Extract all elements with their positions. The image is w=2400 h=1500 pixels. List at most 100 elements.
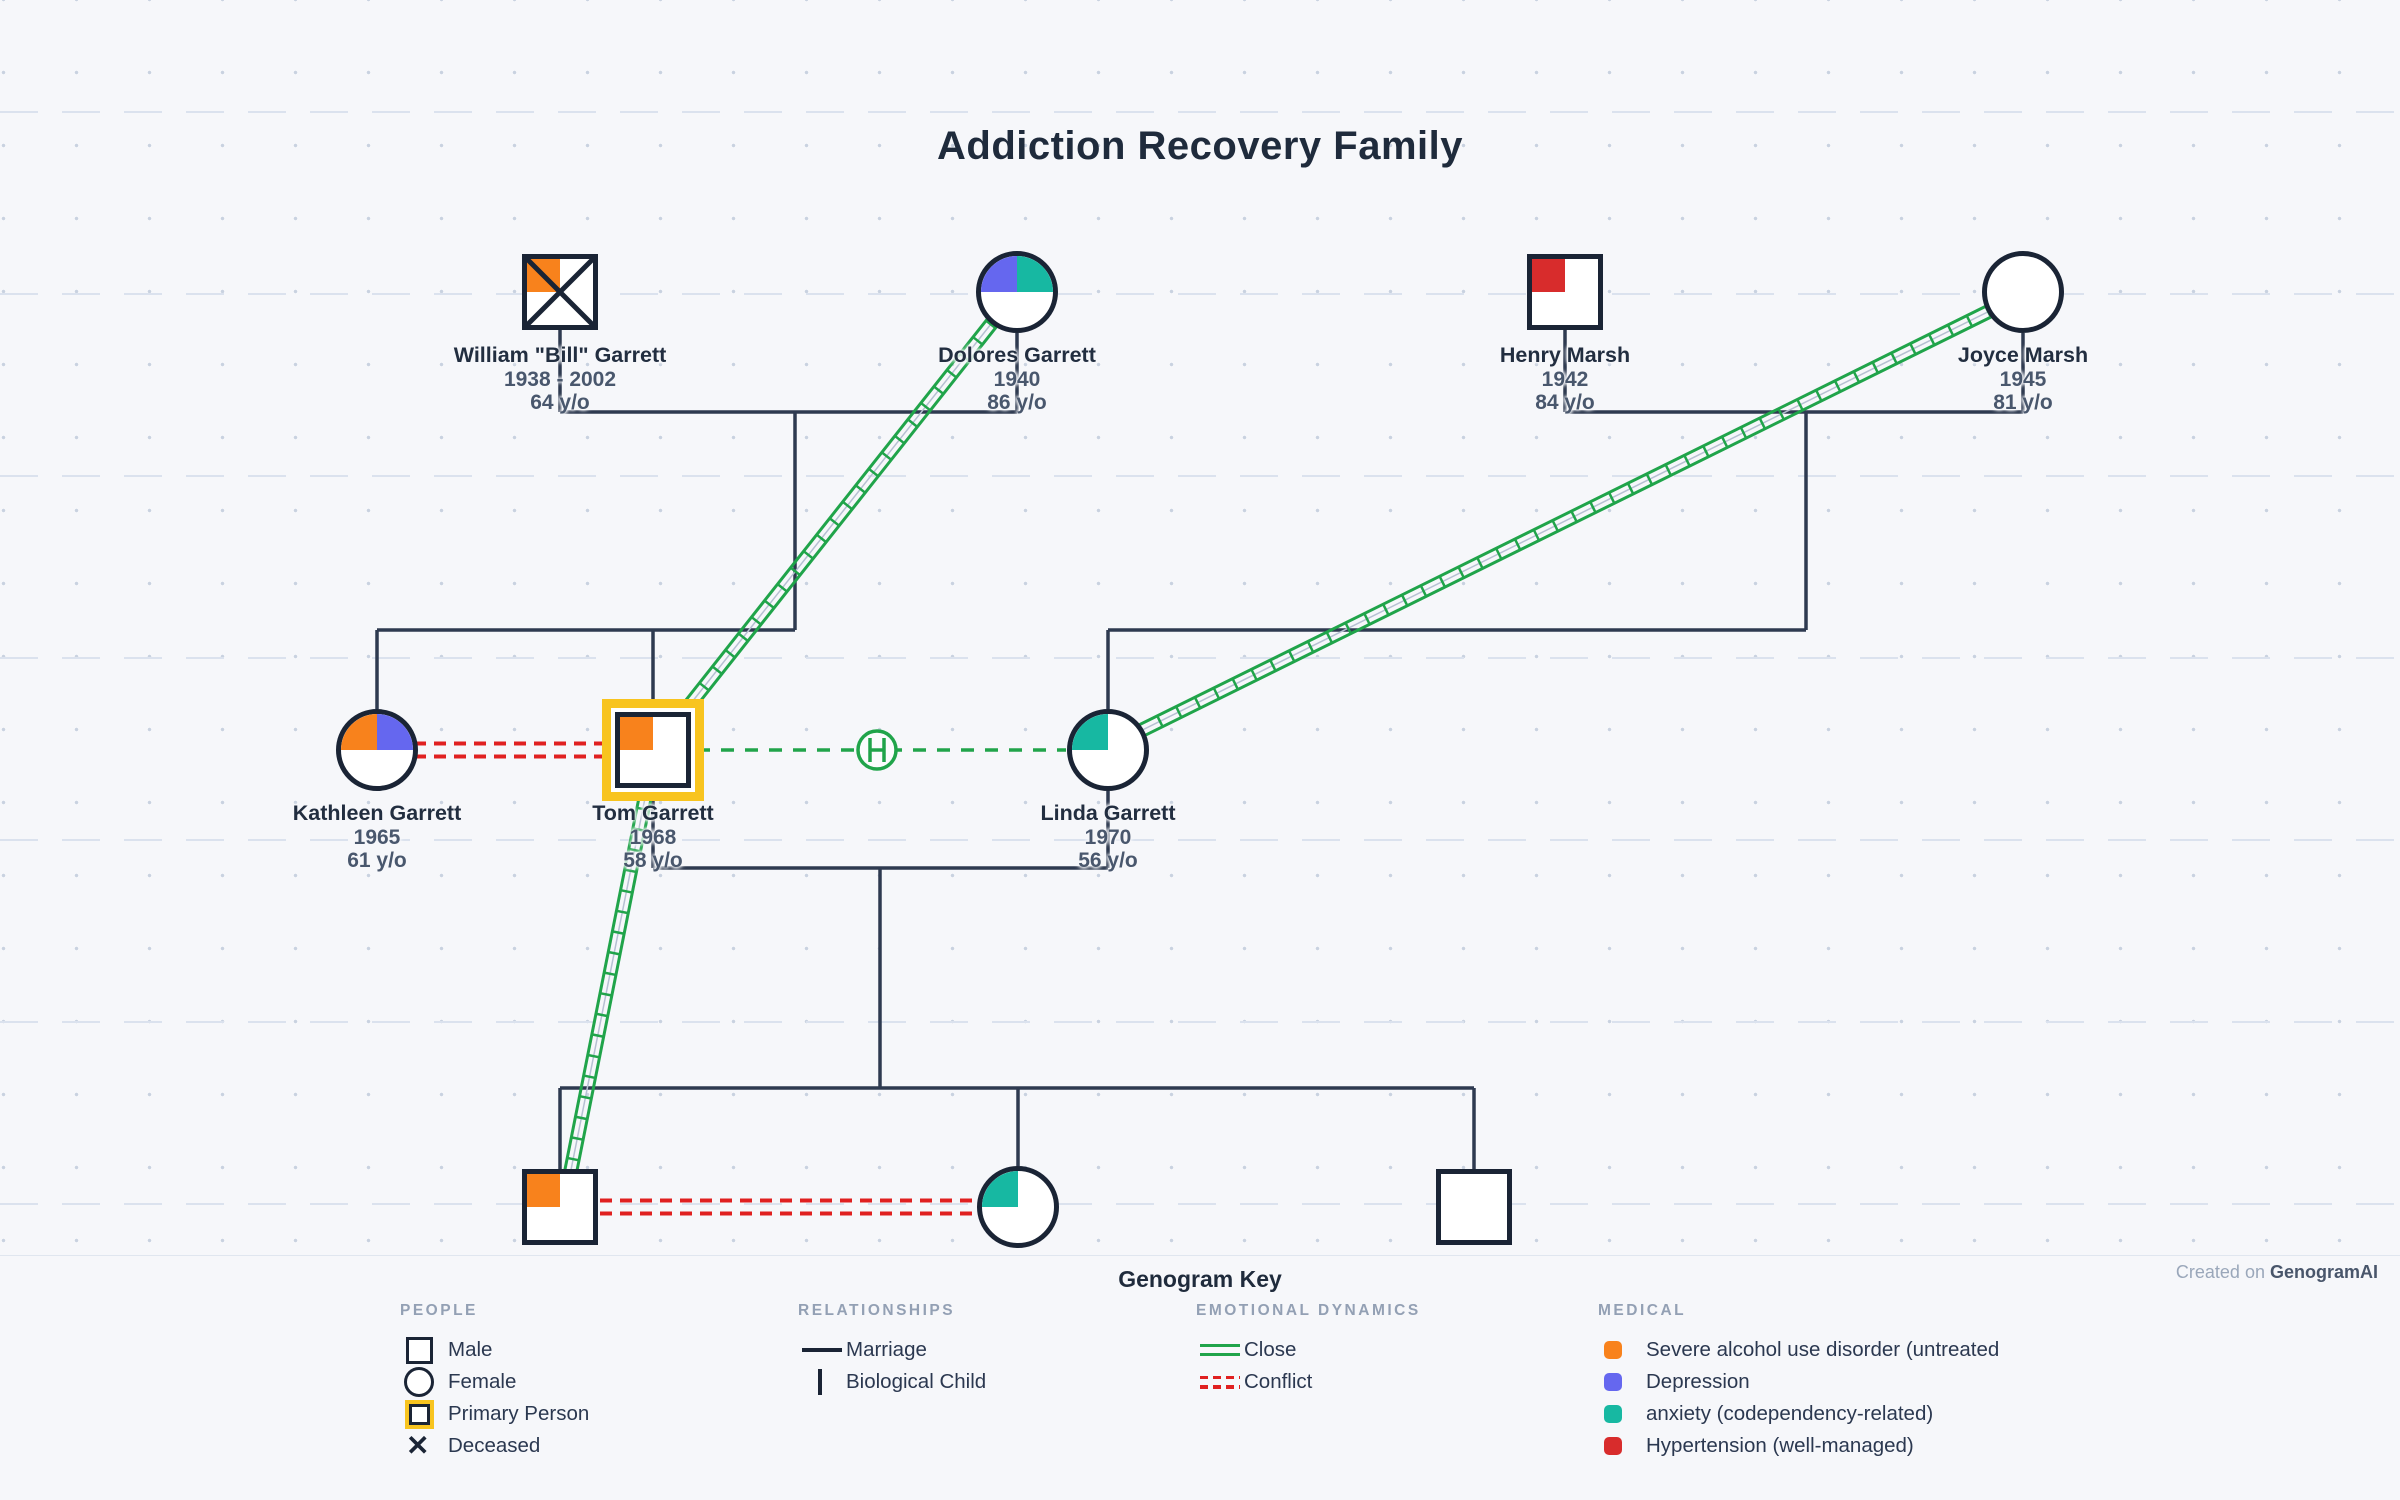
close-rung-line [1344, 622, 1352, 635]
close-rung-line [1796, 398, 1804, 411]
person-age: 64 y/o [530, 391, 590, 414]
close-line-icon [1200, 1344, 1240, 1356]
person-years: 1970 [1084, 825, 1132, 849]
close-rung-line [1909, 343, 1917, 355]
close-rung-line [1927, 333, 1936, 346]
legend-label-deceased: Deceased [448, 1434, 541, 1457]
close-rail-line [569, 758, 661, 1202]
close-rung-line [1589, 501, 1597, 514]
close-rung-line [1212, 687, 1221, 700]
close-rung-line [920, 401, 932, 412]
connector-lines-layer [0, 111, 2400, 1216]
close-rung-line [828, 517, 840, 527]
close-rung-line [587, 1053, 600, 1059]
close-rung-line [620, 888, 633, 894]
person-years: 1940 [993, 367, 1041, 391]
person-age: 58 y/o [623, 849, 683, 872]
person-name: Joyce Marsh [1957, 343, 2089, 367]
close-rung-line [1777, 408, 1785, 421]
person-node-joyce[interactable] [1982, 251, 2064, 333]
close-rung-line [599, 991, 613, 997]
close-rung-line [632, 827, 645, 832]
condition-quadrants [1532, 259, 1598, 325]
person-years: 1938 - 2002 [503, 367, 617, 391]
legend-header-medical: MEDICAL [1598, 1302, 1687, 1319]
legend-header-emotional-dynamics: EMOTIONAL DYNAMICS [1196, 1302, 1421, 1319]
close-rung-line [802, 550, 814, 560]
close-rung-line [571, 1136, 584, 1141]
person-name: Linda Garrett [1040, 801, 1176, 825]
anxiety-swatch-icon [1604, 1405, 1622, 1423]
close-rung-line [575, 1115, 588, 1121]
close-rung-line [583, 1074, 596, 1080]
close-rung-line [612, 930, 625, 935]
legend-label-close: Close [1244, 1338, 1297, 1361]
legend-label-female: Female [448, 1370, 517, 1393]
close-rung-line [1871, 361, 1880, 374]
person-node-linda[interactable] [1067, 709, 1149, 791]
close-rung-line [946, 369, 958, 379]
legend-item-deceased: ✕ Deceased [400, 1430, 820, 1462]
close-rung-line [815, 533, 827, 544]
conflict-line-icon [1200, 1375, 1240, 1389]
person-years: 1968 [629, 825, 677, 849]
person-node-child2[interactable] [977, 1166, 1059, 1248]
person-age: 61 y/o [347, 849, 407, 872]
close-rail-line [1113, 302, 2020, 752]
person-node-tom[interactable] [615, 712, 691, 788]
legend-label-male: Male [448, 1338, 493, 1361]
legend-item-close: Close [1196, 1334, 1616, 1366]
close-rung-line [724, 649, 736, 659]
legend-item-marriage: Marriage [798, 1334, 1218, 1366]
person-name: William "Bill" Garrett [453, 343, 667, 367]
close-center-line [564, 757, 654, 1201]
genogram-title: Addiction Recovery Family [937, 124, 1463, 168]
credit-brand: GenogramAI [2269, 1262, 2378, 1282]
close-rung-line [737, 632, 749, 642]
close-rung-line [1325, 631, 1334, 644]
close-rung-line [608, 950, 621, 956]
person-node-william[interactable] [522, 254, 598, 330]
close-rung-line [1382, 603, 1390, 616]
close-rung-line [1965, 315, 1974, 327]
legend-item-female: Female [400, 1366, 820, 1398]
credit-prefix: Created on [2175, 1262, 2270, 1282]
hypertension-swatch-icon [1604, 1437, 1622, 1455]
marriage-line-icon [802, 1348, 842, 1352]
legend-item-biological-child: Biological Child [798, 1366, 1218, 1398]
person-node-henry[interactable] [1527, 254, 1603, 330]
close-rung-line [1250, 668, 1258, 681]
condition-quadrants [981, 256, 1053, 328]
close-rail-line [557, 756, 649, 1200]
person-node-kathleen[interactable] [336, 709, 418, 791]
close-rung-line [1720, 436, 1729, 448]
close-rung-line [933, 385, 945, 395]
close-rung-line [1438, 575, 1447, 588]
close-rung-line [1946, 324, 1955, 337]
close-rung-line [1833, 380, 1842, 393]
genogram-canvas: Addiction Recovery Family William "Bill"… [0, 0, 2400, 1255]
legend-label-alcohol: Severe alcohol use disorder (untreated [1646, 1338, 2000, 1361]
female-icon [404, 1367, 434, 1397]
close-rung-line [841, 500, 853, 511]
condition-quadrants [1987, 256, 2059, 328]
person-age: 86 y/o [987, 391, 1047, 414]
close-rung-line [1607, 491, 1616, 504]
close-rung-line [579, 1094, 592, 1100]
person-node-dolores[interactable] [976, 251, 1058, 333]
close-rung-line [567, 1156, 580, 1162]
legend-section-relationships: RELATIONSHIPS Marriage Biological Child [798, 1302, 1218, 1398]
legend-item-primary-person: Primary Person [400, 1398, 820, 1430]
deceased-x-icon: ✕ [406, 1430, 430, 1461]
alcohol-quadrant [341, 714, 377, 750]
person-node-child3[interactable] [1436, 1169, 1512, 1245]
person-node-child1[interactable] [522, 1169, 598, 1245]
legend-item-male: Male [400, 1334, 820, 1366]
close-rung-line [894, 434, 906, 445]
close-rung-line [685, 698, 697, 708]
close-rung-line [1476, 557, 1484, 569]
close-rung-line [1758, 417, 1767, 430]
close-rung-line [1551, 519, 1560, 532]
